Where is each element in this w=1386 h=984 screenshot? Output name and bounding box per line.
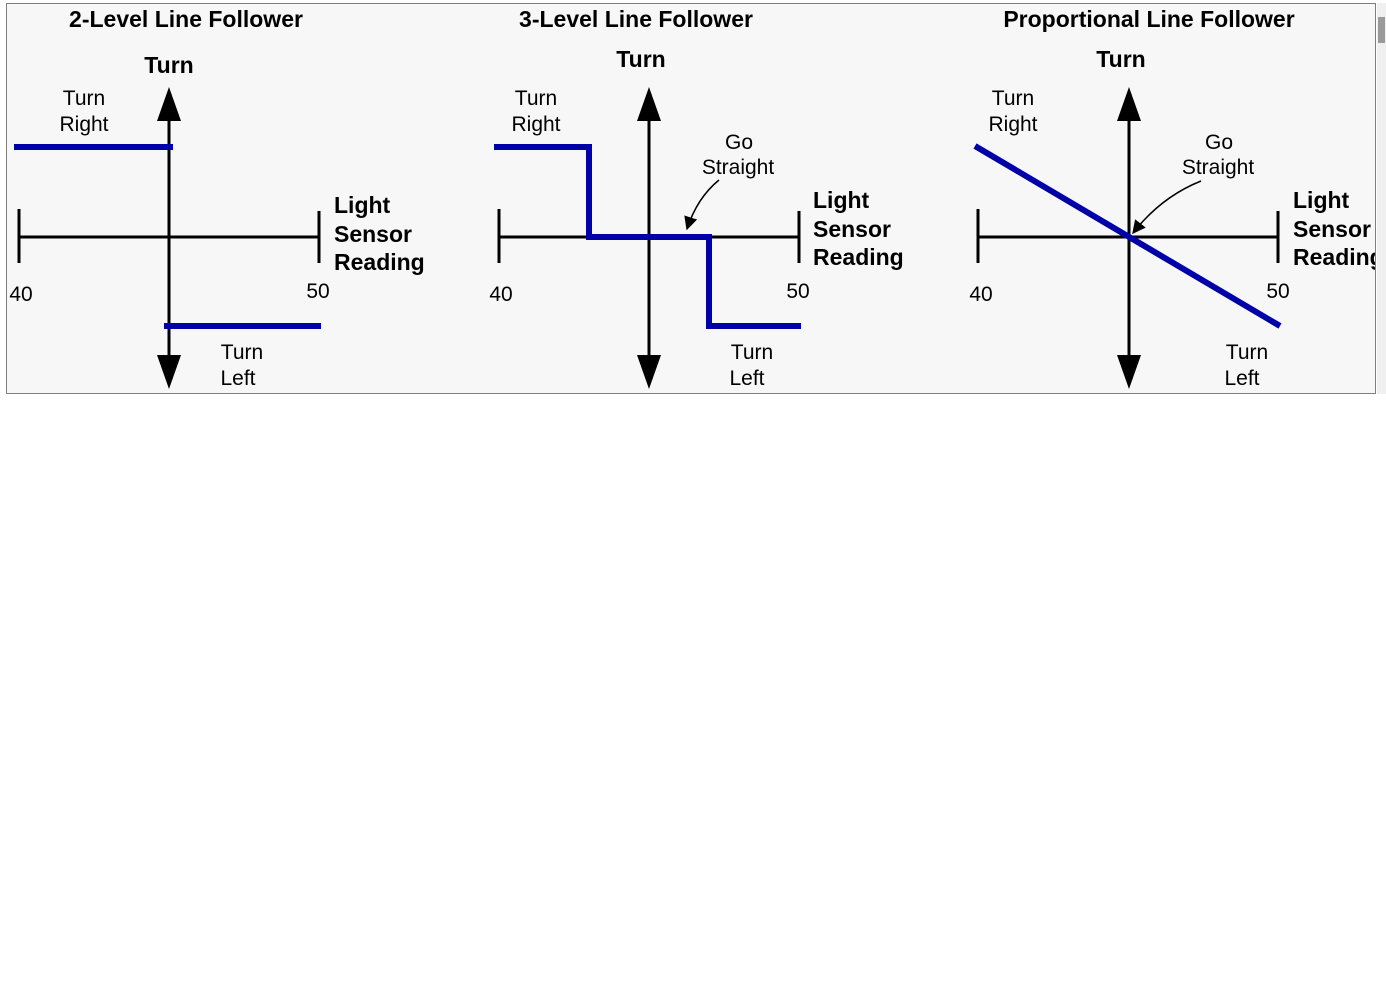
y-axis-down-arrow	[157, 355, 181, 389]
y-axis-down-arrow	[637, 355, 661, 389]
go-straight-label-line1: Go	[1205, 131, 1233, 154]
panel-title: 3-Level Line Follower	[519, 6, 753, 32]
turn-right-label-line1: Turn	[515, 87, 557, 110]
turn-left-label-line1: Turn	[731, 341, 773, 364]
turn-right-label-line2: Right	[59, 113, 108, 136]
response-curve	[494, 144, 801, 329]
turn-right-label-line1: Turn	[992, 87, 1034, 110]
x-min-tick-label: 40	[489, 283, 512, 306]
panel-three-level: 3-Level Line Follower Turn Turn Right Go…	[489, 6, 903, 390]
x-min-tick-label: 40	[969, 283, 992, 306]
x-axis-label-line2: Sensor	[334, 221, 412, 247]
diagram-figure: 2-Level Line Follower Turn Turn Right Tu…	[6, 3, 1376, 394]
y-axis-up-arrow	[157, 87, 181, 121]
x-max-tick-label: 50	[306, 280, 329, 303]
go-straight-label-line1: Go	[725, 131, 753, 154]
vertical-scrollbar[interactable]	[1377, 3, 1386, 394]
panel-title: Proportional Line Follower	[1003, 6, 1294, 32]
x-max-tick-label: 50	[786, 280, 809, 303]
response-curve	[973, 143, 1282, 329]
turn-left-label-line1: Turn	[1226, 341, 1268, 364]
y-axis-down-arrow	[1117, 355, 1141, 389]
y-axis-label: Turn	[1096, 46, 1145, 72]
x-max-tick-label: 50	[1266, 280, 1289, 303]
turn-left-label-line1: Turn	[221, 341, 263, 364]
turn-left-label-line2: Left	[729, 367, 764, 390]
x-axis-label-line3: Reading	[1293, 244, 1376, 270]
go-straight-label-line2: Straight	[702, 156, 775, 179]
x-axis-label-line3: Reading	[334, 249, 425, 275]
line-follower-diagrams: 2-Level Line Follower Turn Turn Right Tu…	[9, 6, 1376, 390]
x-axis-label-line2: Sensor	[1293, 216, 1371, 242]
turn-right-label-line1: Turn	[63, 87, 105, 110]
y-axis-label: Turn	[616, 46, 665, 72]
x-axis-label-line3: Reading	[813, 244, 904, 270]
panel-proportional: Proportional Line Follower Turn Turn Rig…	[969, 6, 1376, 390]
x-min-tick-label: 40	[9, 283, 32, 306]
turn-left-label-line2: Left	[1224, 367, 1259, 390]
turn-left-label-line2: Left	[220, 367, 255, 390]
panel-two-level: 2-Level Line Follower Turn Turn Right Tu…	[9, 6, 424, 390]
turn-right-label-line2: Right	[511, 113, 560, 136]
x-axis-label-line1: Light	[334, 192, 391, 218]
turn-right-label-line2: Right	[988, 113, 1037, 136]
go-straight-pointer	[1132, 180, 1202, 235]
x-axis-label-line2: Sensor	[813, 216, 891, 242]
scrollbar-thumb[interactable]	[1378, 17, 1385, 43]
y-axis-up-arrow	[1117, 87, 1141, 121]
y-axis-label: Turn	[144, 52, 193, 78]
y-axis-up-arrow	[637, 87, 661, 121]
go-straight-label-line2: Straight	[1182, 156, 1255, 179]
x-axis-label-line1: Light	[813, 187, 870, 213]
x-axis-label-line1: Light	[1293, 187, 1350, 213]
panel-title: 2-Level Line Follower	[69, 6, 303, 32]
go-straight-pointer	[684, 179, 720, 231]
